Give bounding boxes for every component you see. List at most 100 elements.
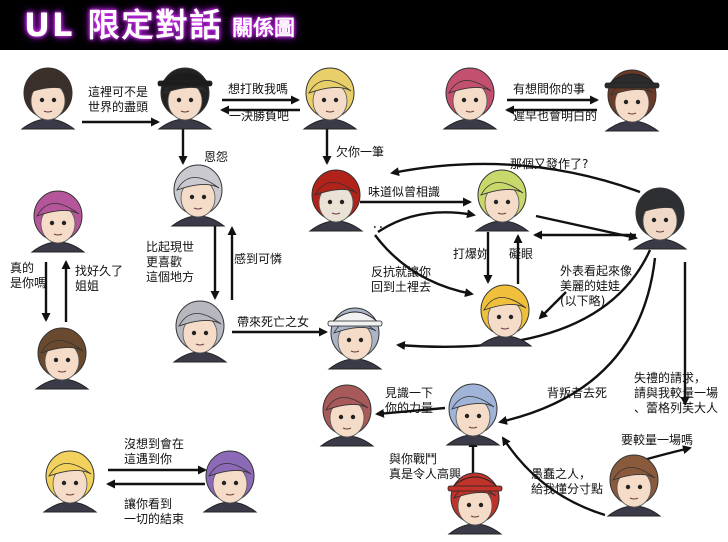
label-grudge: 恩怨: [204, 150, 228, 164]
label-really-you-line: 是你嗎: [10, 276, 46, 290]
label-fool: 愚蠢之人，給我懂分寸點: [531, 466, 603, 496]
label-resist: 反抗就讓你回到土裡去: [371, 264, 431, 294]
char-blue-haired-girl: [445, 383, 501, 446]
arrow-see-power: [375, 406, 446, 418]
characters-layer: [20, 67, 688, 535]
arrow-girl-to-hood: [535, 214, 638, 241]
label-want-defeat: 想打敗我嗎: [228, 81, 288, 96]
label-looks-doll: 外表看起來像美麗的娃娃(以下略): [560, 264, 632, 308]
label-fight-happy-line: 與你戰鬥: [389, 452, 437, 466]
char-red-twin-tails: [442, 67, 498, 130]
label-world-end-line: 這裡可不是: [88, 84, 148, 99]
label-world-end-line: 世界的盡頭: [88, 99, 148, 114]
char-brown-long-hair-woman: [606, 454, 662, 517]
label-prefer-here-line: 比起現世: [146, 240, 194, 254]
label-see-power-line: 你的力量: [385, 400, 433, 415]
char-hooded-man: [632, 187, 688, 250]
label-owe-you: 欠你一筆: [336, 144, 384, 159]
arrow-resist-2: [377, 209, 476, 233]
label-fit-again-line: 那個又發作了?: [510, 156, 588, 171]
label-traitor-die-line: 背叛者去死: [547, 386, 607, 400]
title-bar: UL 限定對話 關係圖: [0, 0, 728, 50]
label-want-ask: 有想問你的事: [513, 81, 585, 96]
label-want-ask-line: 有想問你的事: [513, 81, 585, 96]
label-death-woman: 帶來死亡之女: [237, 314, 309, 329]
label-death-woman-line: 帶來死亡之女: [237, 314, 309, 329]
char-blonde-long-hair: [42, 450, 98, 513]
char-blonde-eyepatch: [302, 67, 358, 130]
label-really-you-line: 真的: [10, 260, 34, 275]
label-rude-request-line: 、蕾格列芙大人: [634, 400, 718, 415]
label-resist-line: 反抗就讓你: [371, 264, 431, 279]
char-dark-haired-man: [20, 67, 76, 130]
arrows-layer: [41, 95, 692, 517]
char-silver-hair: [170, 164, 226, 227]
label-see-power: 見識一下你的力量: [385, 386, 433, 415]
label-prefer-here-line: 更喜歡: [146, 254, 182, 269]
label-owe-you-line: 欠你一筆: [336, 144, 384, 159]
label-familiar-taste-line: 味道似曾相識: [368, 185, 440, 199]
label-looks-doll-line: (以下略): [560, 293, 605, 308]
label-dots-line: ．．．: [372, 217, 396, 231]
label-never-thought-line: 這遇到你: [124, 451, 172, 466]
label-prefer-here-line: 這個地方: [146, 269, 194, 284]
label-know-later: 遲早也會明白的: [513, 108, 597, 123]
label-familiar-taste: 味道似曾相識: [368, 185, 440, 199]
page-title: UL 限定對話: [24, 6, 224, 44]
label-dots: ．．．: [372, 217, 396, 231]
label-rude-request-line: 請與我較量一場: [634, 385, 718, 400]
label-looks-doll-line: 外表看起來像: [560, 264, 632, 278]
label-see-power-line: 見識一下: [385, 386, 433, 400]
label-annoying: 礙眼: [509, 247, 533, 261]
label-know-later-line: 遲早也會明白的: [513, 108, 597, 123]
label-fit-again: 那個又發作了?: [510, 156, 588, 171]
char-red-beanie-goggles: [447, 472, 503, 535]
label-decisive-line: 一決勝負吧: [229, 108, 289, 123]
label-prefer-here: 比起現世更喜歡這個地方: [146, 240, 194, 284]
label-never-thought-line: 沒想到會在: [124, 436, 184, 451]
label-pitiful: 感到可憐: [234, 251, 282, 266]
arrow-traitor-die: [498, 257, 657, 425]
label-resist-line: 回到土裡去: [371, 279, 431, 294]
label-see-end-line: 一切的結束: [124, 511, 184, 526]
label-rude-request-line: 失禮的請求，: [634, 370, 706, 385]
label-grudge-line: 恩怨: [204, 150, 228, 164]
arrow-fit-again: [390, 162, 641, 194]
label-world-end: 這裡可不是世界的盡頭: [88, 84, 148, 114]
arrow-hood-to-white: [396, 249, 652, 351]
label-fool-line: 愚蠢之人，: [531, 466, 591, 481]
char-green-blonde-girl: [474, 169, 530, 232]
label-traitor-die: 背叛者去死: [547, 386, 607, 400]
label-rude-request: 失禮的請求，請與我較量一場、蕾格列芙大人: [634, 370, 718, 415]
char-brown-spiky-boy: [34, 327, 90, 390]
label-pitiful-line: 感到可憐: [234, 251, 282, 266]
char-white-hat-woman: [327, 307, 383, 370]
label-see-end-line: 讓你看到: [124, 496, 172, 511]
label-decisive: 一決勝負吧: [229, 108, 289, 123]
label-want-defeat-line: 想打敗我嗎: [228, 81, 288, 96]
label-fool-line: 給我懂分寸點: [531, 482, 603, 496]
char-red-hood-mask: [308, 169, 364, 232]
label-want-duel: 要較量一場嗎: [621, 432, 693, 447]
char-fedora-man: [604, 69, 660, 132]
label-see-end: 讓你看到一切的結束: [124, 496, 184, 526]
label-long-search: 找好久了姐姐: [75, 264, 123, 293]
label-want-duel-line: 要較量一場嗎: [621, 432, 693, 447]
page-subtitle: 關係圖: [232, 16, 295, 40]
char-officer-cap: [157, 67, 213, 130]
label-beat-you: 打爆妳: [453, 247, 489, 261]
label-long-search-line: 姐姐: [75, 279, 99, 293]
label-really-you: 真的是你嗎: [10, 260, 46, 290]
label-beat-you-line: 打爆妳: [453, 247, 489, 261]
arrow-looks-doll: [538, 291, 567, 320]
label-fight-happy-line: 真是令人高興: [389, 466, 461, 481]
arrow-fool: [501, 436, 606, 517]
label-never-thought: 沒想到會在這遇到你: [124, 436, 184, 466]
label-annoying-line: 礙眼: [509, 247, 533, 261]
char-pink-catgirl: [30, 190, 86, 253]
char-blonde-red-bow-girl: [477, 284, 533, 347]
label-looks-doll-line: 美麗的娃娃: [560, 278, 620, 293]
arrow-resist: [374, 234, 474, 298]
